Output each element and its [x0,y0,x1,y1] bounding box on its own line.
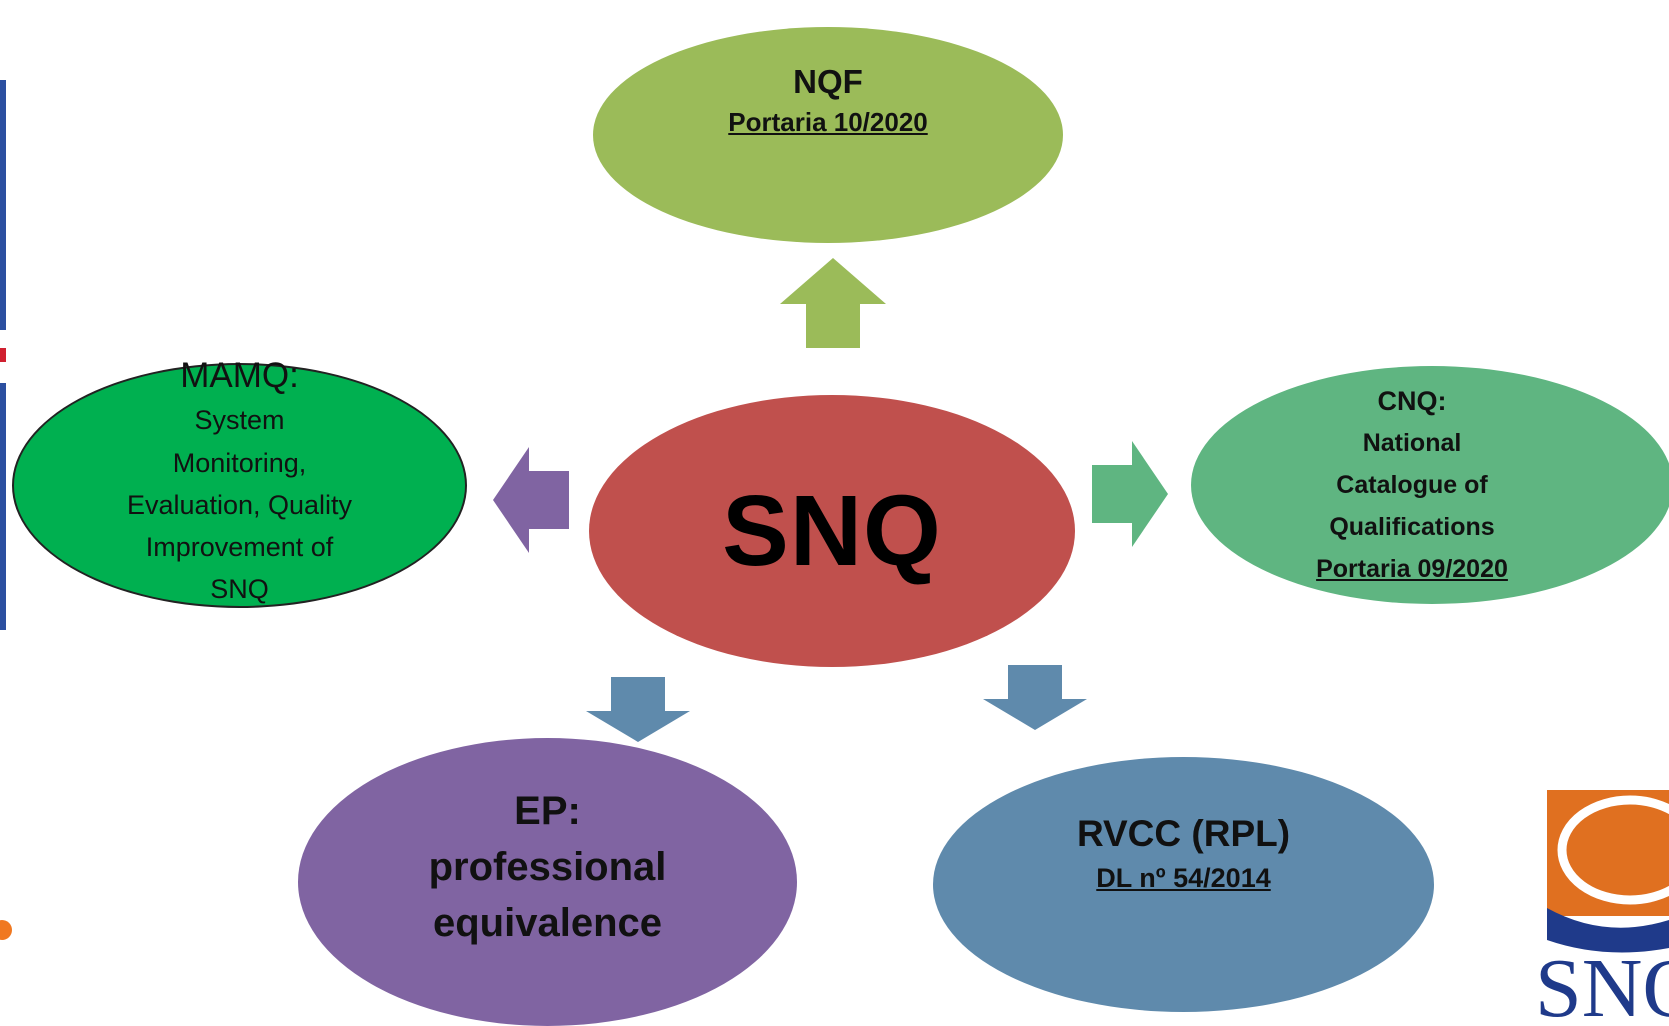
arrow-down-right-icon [983,665,1087,730]
node-ep: EP: professional equivalence [298,738,797,1026]
logo-q-ring [1557,795,1669,905]
node-nqf: NQF Portaria 10/2020 [593,27,1063,243]
logo-blue-swoosh [1547,908,1669,953]
ep-line: professional [428,845,667,889]
cnq-desc-inline: National [1362,429,1462,457]
mamq-desc-line: Evaluation, Quality [126,489,353,520]
rvcc-ref-link[interactable]: DL nº 54/2014 [1096,863,1271,893]
edge-red-mark [0,348,6,362]
logo-text: SNQ [1535,942,1669,1025]
mamq-title: MAMQ: [180,355,299,395]
mamq-desc-inline: System [194,404,285,435]
edge-orange-dot [0,920,12,940]
mamq-desc-line: SNQ [210,573,269,604]
ep-line: equivalence [432,901,662,945]
mamq-desc-line: Monitoring, [172,447,307,478]
nqf-title: NQF [793,63,863,100]
mamq-first-line: MAMQ: System [180,354,299,442]
arrow-left-icon [493,447,569,553]
cnq-desc-line: Qualifications [1329,513,1495,541]
node-cnq: CNQ: National Catalogue of Qualification… [1191,366,1669,604]
cnq-desc-line: Catalogue of [1336,471,1488,499]
center-label: SNQ [722,474,942,587]
ep-line: EP: [514,789,581,833]
snq-logo: SNQ [1535,790,1669,1025]
left-edge-decoration [0,80,12,940]
mamq-desc-line: Improvement of [145,531,334,562]
nqf-ref-link[interactable]: Portaria 10/2020 [728,107,928,137]
arrow-right-icon [1092,441,1168,547]
edge-blue-bar-top [0,80,6,330]
cnq-first-line: CNQ: National [1363,380,1462,464]
arrow-up-icon [780,258,886,348]
edge-blue-bar-bottom [0,383,6,630]
node-rvcc: RVCC (RPL) DL nº 54/2014 [933,757,1434,1012]
node-snq-center: SNQ [589,395,1075,667]
rvcc-title: RVCC (RPL) [1076,813,1291,854]
node-mamq: MAMQ: System Monitoring, Evaluation, Qua… [12,356,467,608]
cnq-ref-link[interactable]: Portaria 09/2020 [1316,555,1508,583]
arrow-down-left-icon [586,677,690,742]
cnq-title: CNQ: [1377,386,1447,416]
